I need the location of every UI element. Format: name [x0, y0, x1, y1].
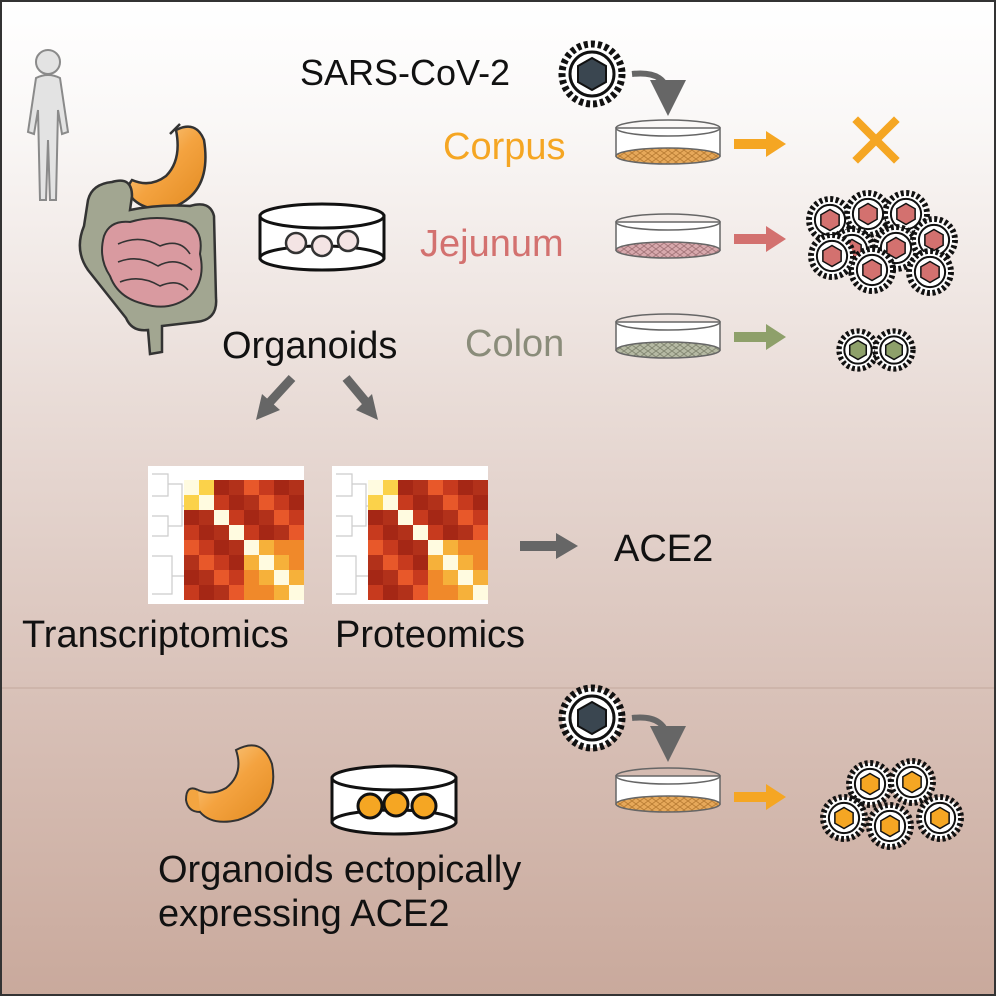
virion-icon	[872, 328, 916, 372]
ace2-arrow	[520, 533, 578, 559]
corpus-dish-icon	[615, 119, 721, 165]
virion-icon	[866, 802, 914, 850]
transcriptomics-heatmap-icon	[148, 466, 304, 604]
corpus-label: Corpus	[443, 126, 566, 168]
jejunum-label: Jejunum	[420, 223, 564, 265]
colon-dish-icon	[615, 313, 721, 359]
culture-dish-icon	[258, 202, 386, 272]
jejunum-arrow	[734, 226, 786, 252]
stomach-icon	[127, 123, 207, 211]
person-silhouette-icon	[26, 49, 70, 201]
split-arrows	[256, 374, 378, 420]
ace2-infection-arrow	[734, 784, 786, 810]
virion-icon	[820, 794, 868, 842]
ace2-virion-cluster	[820, 758, 964, 850]
virus-label: SARS-CoV-2	[300, 52, 511, 93]
transcriptomics-label: Transcriptomics	[22, 614, 289, 656]
proteomics-heatmap-icon	[332, 466, 488, 604]
stomach-icon	[184, 744, 275, 823]
jejunum-dish-icon	[615, 213, 721, 259]
culture-dish-icon	[330, 764, 458, 836]
virion-icon	[916, 794, 964, 842]
virion-icon	[808, 232, 856, 280]
colon-label: Colon	[465, 323, 565, 365]
virion-icon	[906, 248, 954, 296]
virion-icon	[888, 758, 936, 806]
jejunum-virion-cluster	[806, 190, 958, 296]
ectopic-label-line2: expressing ACE2	[158, 893, 450, 935]
ectopic-organoids-label: Organoids ectopically expressing ACE2	[158, 848, 578, 936]
intestine-icon	[78, 179, 218, 356]
ectopic-label-line1: Organoids ectopically	[158, 849, 522, 891]
virion-icon	[882, 190, 930, 238]
virus-icon	[558, 684, 626, 752]
colon-arrow	[734, 324, 786, 350]
block-x-icon	[852, 116, 900, 164]
organoids-label: Organoids	[222, 325, 398, 367]
virion-icon	[836, 328, 880, 372]
virus-icon	[558, 40, 626, 108]
corpus-arrow	[734, 131, 786, 157]
colon-virion-cluster	[836, 328, 916, 372]
virion-icon	[848, 246, 896, 294]
ace2-dish-icon	[615, 767, 721, 813]
proteomics-label: Proteomics	[335, 614, 526, 656]
virion-icon	[910, 216, 958, 264]
virion-icon	[846, 760, 894, 808]
ace2-label: ACE2	[614, 528, 714, 570]
